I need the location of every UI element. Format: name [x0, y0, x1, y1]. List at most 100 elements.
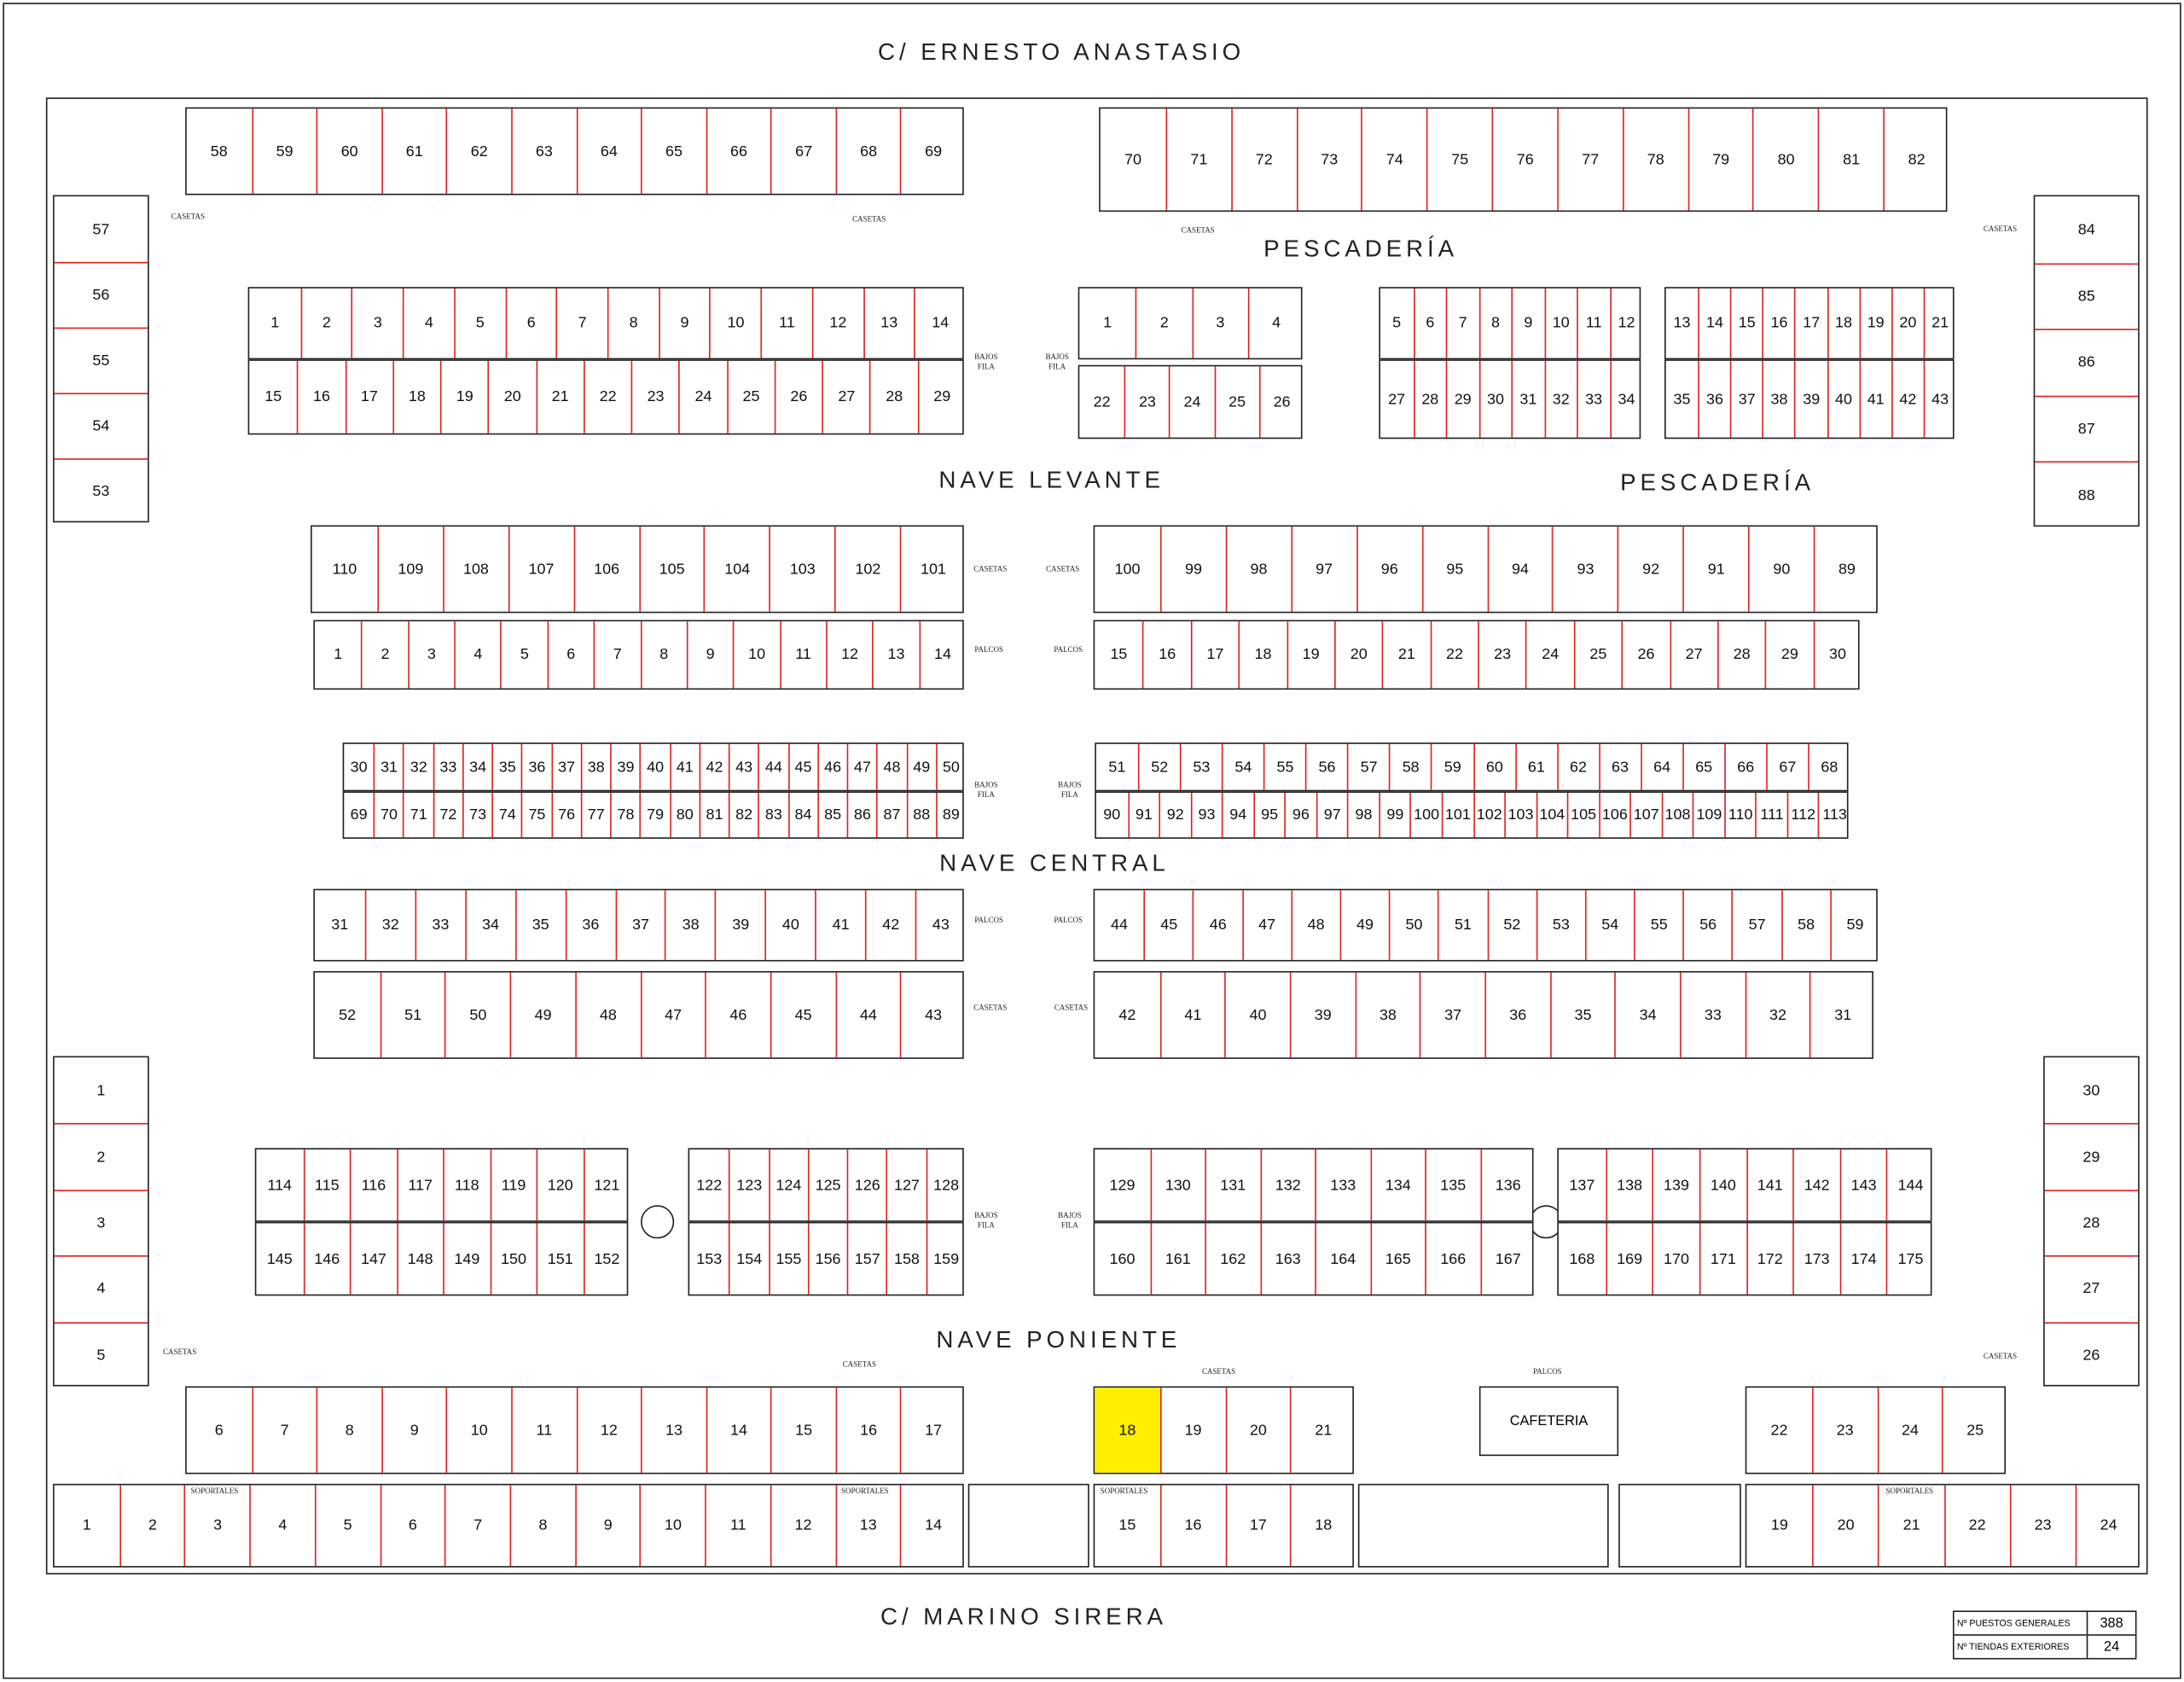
stall[interactable]: 20: [1224, 1388, 1290, 1473]
stall[interactable]: 23: [1124, 366, 1170, 438]
stall[interactable]: 44: [1110, 917, 1128, 934]
stall[interactable]: 80: [1752, 108, 1818, 211]
stall[interactable]: 13: [641, 1388, 706, 1473]
stall[interactable]: 169: [1605, 1223, 1653, 1295]
stall[interactable]: 25: [726, 360, 775, 434]
stall[interactable]: 22: [1430, 621, 1478, 689]
stall[interactable]: 166: [1425, 1223, 1479, 1295]
stall[interactable]: 125: [807, 1149, 847, 1221]
stall[interactable]: 42: [1118, 1006, 1136, 1024]
stall[interactable]: 2: [361, 621, 407, 689]
stall[interactable]: 70: [1124, 151, 1142, 168]
stall[interactable]: 16: [297, 360, 345, 434]
stall[interactable]: 144: [1886, 1149, 1933, 1221]
stall[interactable]: 5: [54, 1321, 148, 1388]
stall[interactable]: 27: [2044, 1255, 2139, 1321]
stall[interactable]: 9: [574, 1485, 640, 1567]
stall[interactable]: 40: [1224, 972, 1290, 1058]
stall[interactable]: 24: [2075, 1485, 2140, 1567]
stall[interactable]: 16: [1159, 1485, 1225, 1567]
stall[interactable]: 56: [54, 261, 148, 328]
stall[interactable]: 19: [440, 360, 488, 434]
stall[interactable]: 35: [1673, 390, 1691, 408]
stall[interactable]: 4: [54, 1255, 148, 1321]
stall[interactable]: 24: [678, 360, 727, 434]
stall[interactable]: 36: [565, 890, 615, 960]
stall[interactable]: 7: [555, 288, 607, 358]
stall[interactable]: 51: [1438, 890, 1486, 960]
stall[interactable]: 6: [504, 288, 556, 358]
stall[interactable]: 143: [1839, 1149, 1886, 1221]
stall[interactable]: 48: [1291, 890, 1339, 960]
stall[interactable]: 20: [1891, 288, 1924, 358]
stall[interactable]: 59: [251, 108, 317, 194]
stall[interactable]: 56: [1682, 890, 1732, 960]
stall[interactable]: 79: [639, 792, 670, 838]
stall[interactable]: 53: [1536, 890, 1584, 960]
stall[interactable]: 104: [1536, 792, 1567, 838]
stall[interactable]: 33: [1679, 972, 1745, 1058]
stall[interactable]: 9: [380, 1388, 446, 1473]
stall[interactable]: 79: [1687, 108, 1752, 211]
stall[interactable]: 139: [1652, 1149, 1699, 1221]
stall[interactable]: 129: [1109, 1176, 1136, 1194]
stall[interactable]: 1: [1103, 314, 1112, 332]
stall[interactable]: 132: [1259, 1149, 1315, 1221]
stall[interactable]: 39: [1794, 360, 1827, 438]
stall[interactable]: 30: [1478, 360, 1511, 438]
stall[interactable]: 14: [706, 1388, 770, 1473]
stall[interactable]: 51: [380, 972, 444, 1058]
stall[interactable]: 11: [511, 1388, 576, 1473]
stall[interactable]: 135: [1425, 1149, 1479, 1221]
stall[interactable]: 158: [886, 1223, 926, 1295]
stall[interactable]: 17: [1224, 1485, 1290, 1567]
stall[interactable]: 57: [92, 220, 110, 238]
stall[interactable]: 55: [1634, 890, 1682, 960]
stall[interactable]: 38: [580, 743, 611, 790]
stall[interactable]: 17: [1794, 288, 1827, 358]
stall[interactable]: 21: [535, 360, 584, 434]
stall[interactable]: 7: [593, 621, 640, 689]
stall[interactable]: 111: [1755, 792, 1787, 838]
stall[interactable]: 138: [1605, 1149, 1653, 1221]
stall[interactable]: 61: [380, 108, 446, 194]
stall[interactable]: 91: [1127, 792, 1159, 838]
stall[interactable]: 11: [1577, 288, 1609, 358]
stall[interactable]: 115: [303, 1149, 350, 1221]
stall[interactable]: 30: [1813, 621, 1861, 689]
stall[interactable]: 86: [846, 792, 877, 838]
stall[interactable]: 8: [509, 1485, 575, 1567]
stall[interactable]: 30: [2082, 1082, 2100, 1099]
stall[interactable]: 5: [500, 621, 547, 689]
stall[interactable]: 66: [1723, 743, 1766, 790]
stall[interactable]: 58: [210, 143, 228, 160]
stall[interactable]: 49: [509, 972, 575, 1058]
stall[interactable]: 7: [1445, 288, 1478, 358]
stall[interactable]: 17: [345, 360, 392, 434]
stall[interactable]: 12: [811, 288, 863, 358]
stall[interactable]: 8: [1478, 288, 1511, 358]
stall[interactable]: 19: [1859, 288, 1891, 358]
stall[interactable]: 13: [1673, 314, 1691, 332]
stall[interactable]: 96: [1284, 792, 1316, 838]
stall[interactable]: 60: [316, 108, 381, 194]
stall[interactable]: 36: [1698, 360, 1730, 438]
stall[interactable]: 124: [768, 1149, 808, 1221]
stall[interactable]: 58: [1389, 743, 1431, 790]
stall[interactable]: 36: [521, 743, 551, 790]
stall[interactable]: 23: [630, 360, 679, 434]
stall[interactable]: 159: [926, 1223, 965, 1295]
stall[interactable]: 162: [1205, 1223, 1259, 1295]
stall[interactable]: 23: [1478, 621, 1525, 689]
stall[interactable]: 9: [1511, 288, 1543, 358]
stall[interactable]: 172: [1745, 1223, 1793, 1295]
stall[interactable]: 23: [2009, 1485, 2075, 1567]
stall[interactable]: 5: [453, 288, 505, 358]
stall[interactable]: 25: [1942, 1388, 2007, 1473]
stall[interactable]: 152: [583, 1223, 630, 1295]
stall[interactable]: 95: [1421, 527, 1487, 612]
stall[interactable]: 151: [536, 1223, 584, 1295]
stall[interactable]: 22: [1093, 393, 1111, 410]
stall[interactable]: 37: [1730, 360, 1763, 438]
stall[interactable]: 12: [770, 1485, 835, 1567]
